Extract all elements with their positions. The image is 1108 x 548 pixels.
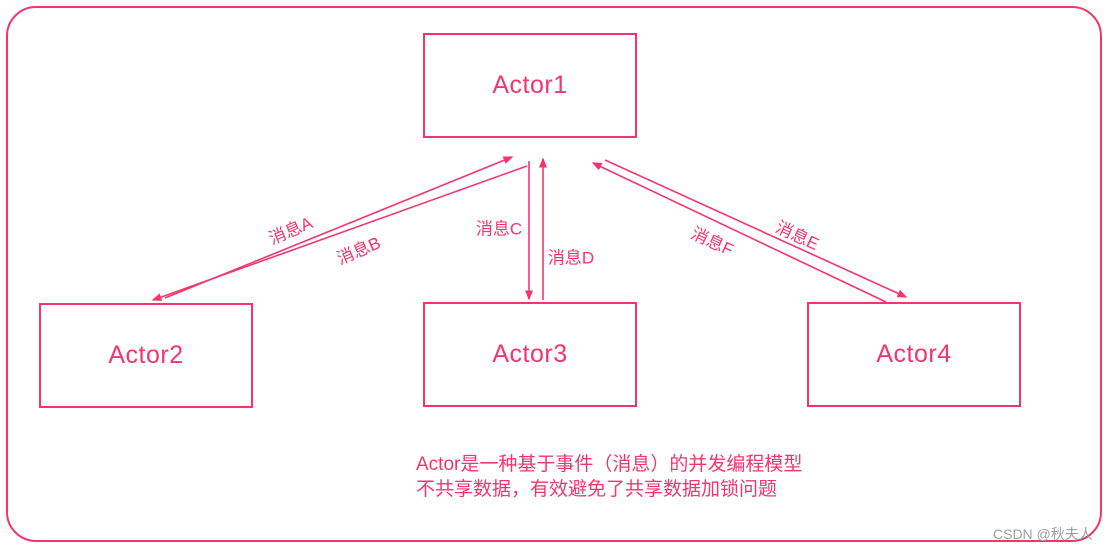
actor4-box: Actor4 <box>807 302 1021 407</box>
description-note: Actor是一种基于事件（消息）的并发编程模型 不共享数据，有效避免了共享数据加… <box>416 452 802 502</box>
actor1-label: Actor1 <box>492 71 568 99</box>
arrow-message-f <box>591 162 887 303</box>
message-c-label: 消息C <box>475 219 523 239</box>
actor1-box: Actor1 <box>423 33 637 138</box>
message-d-label: 消息D <box>547 248 595 268</box>
actor3-box: Actor3 <box>423 302 637 407</box>
actor4-label: Actor4 <box>876 340 952 368</box>
actor2-box: Actor2 <box>39 303 253 408</box>
description-note-line1: Actor是一种基于事件（消息）的并发编程模型 <box>416 454 803 475</box>
arrow-message-e <box>604 159 908 298</box>
description-note-line2: 不共享数据，有效避免了共享数据加锁问题 <box>416 479 778 500</box>
actor2-label: Actor2 <box>108 341 184 369</box>
arrow-message-b <box>151 165 528 301</box>
csdn-watermark: CSDN @秋夫人 <box>993 526 1093 542</box>
actor3-label: Actor3 <box>492 340 568 368</box>
